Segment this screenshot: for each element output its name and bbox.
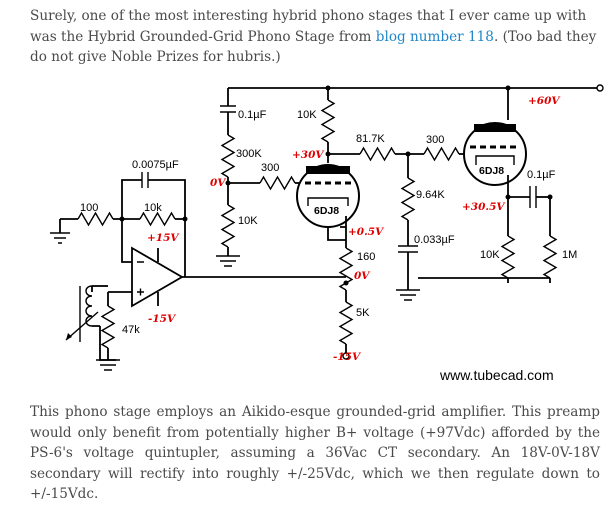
label-r-160: 160 xyxy=(357,251,375,263)
label-cap-01: 0.1µF xyxy=(238,109,267,121)
label-v-plus0-5: +0.5V xyxy=(348,226,385,238)
label-v-plus30: +30V xyxy=(292,149,325,161)
intro-text-after: . (Too bad they do not give Noble Prizes… xyxy=(30,28,597,66)
op-amp xyxy=(108,219,346,308)
right-triode-6dj8 xyxy=(463,85,527,200)
label-r-300-grid: 300 xyxy=(426,134,444,146)
label-r-10k-div: 10K xyxy=(238,215,258,227)
left-plate-resistor xyxy=(320,85,468,163)
label-r-47k: 47k xyxy=(122,324,140,336)
label-r-300-in: 300 xyxy=(261,162,279,174)
label-v-0v-left: 0V xyxy=(210,177,227,189)
blog-118-link[interactable]: blog number 118 xyxy=(375,28,494,45)
label-v-plus60: +60V xyxy=(528,95,561,107)
body-paragraph: This phono stage employs an Aikido-esque… xyxy=(30,404,600,502)
left-triode-6dj8 xyxy=(296,164,360,228)
label-r-10k-top: 10K xyxy=(297,109,317,121)
label-r-9k64: 9.64K xyxy=(416,189,445,201)
label-v-0v-mid: 0V xyxy=(354,270,371,282)
label-r-300k: 300K xyxy=(236,148,262,160)
label-r-100: 100 xyxy=(80,202,98,214)
cathode-chain xyxy=(327,216,354,360)
output-network xyxy=(418,186,558,283)
label-r-5k: 5K xyxy=(356,307,370,319)
b-plus-rail xyxy=(228,84,604,92)
label-v-minus15-opamp: -15V xyxy=(148,313,177,325)
site-watermark: www.tubecad.com xyxy=(439,367,554,383)
label-v-plus15: +15V xyxy=(147,232,180,244)
label-v-minus15-bottom: -15V xyxy=(333,351,362,363)
label-cap-0075: 0.0075µF xyxy=(132,159,179,171)
intro-text-before: Surely, one of the most interesting hybr… xyxy=(30,8,587,45)
grid-rc-network xyxy=(396,154,420,301)
label-r-10k-fb: 10k xyxy=(144,202,162,214)
phono-cartridge xyxy=(65,285,120,371)
label-tube-left: 6DJ8 xyxy=(314,205,339,217)
label-cap-033: 0.033µF xyxy=(414,234,455,246)
label-cap-01-out: 0.1µF xyxy=(527,169,556,181)
label-r-1m: 1M xyxy=(562,249,577,261)
feedback-network xyxy=(50,172,188,244)
label-tube-right: 6DJ8 xyxy=(479,165,504,177)
label-v-plus30-5: +30.5V xyxy=(462,201,506,213)
intro-paragraph: Surely, one of the most interesting hybr… xyxy=(30,6,600,68)
label-r-10k-right: 10K xyxy=(480,249,500,261)
phono-stage-schematic: 0.1µF 10K +60V 81.7K 300 300K +30V 0.007… xyxy=(50,84,604,383)
label-r-81k7: 81.7K xyxy=(356,133,385,145)
